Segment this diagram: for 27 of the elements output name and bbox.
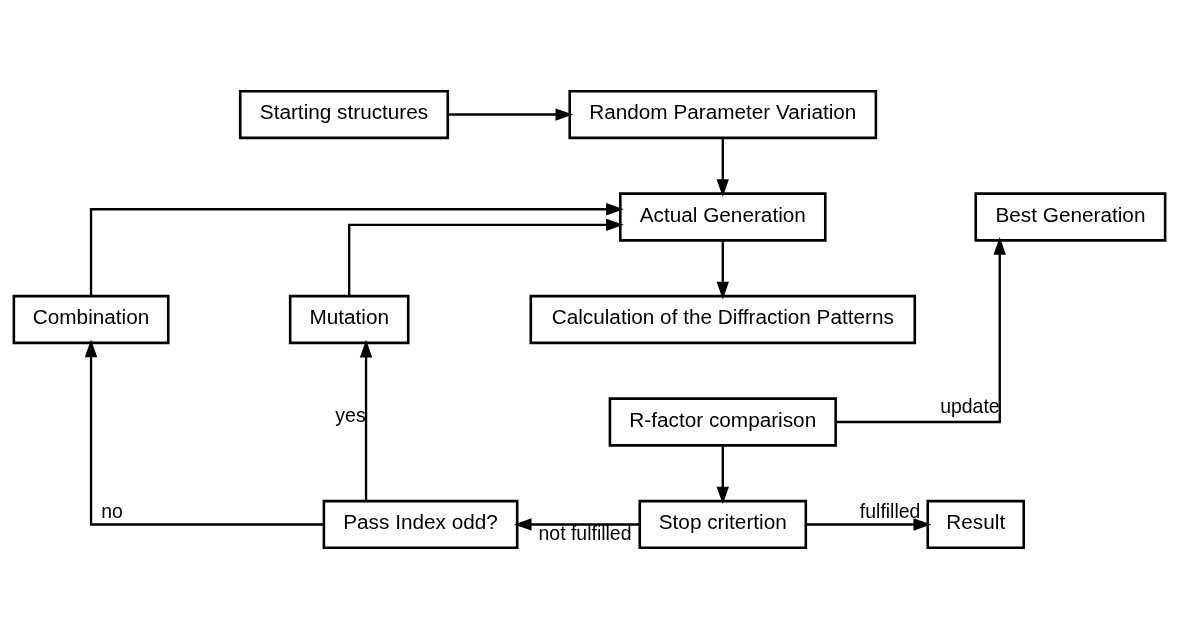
arrow (84, 339, 324, 526)
arrow (513, 518, 640, 531)
arrow (89, 203, 624, 297)
node-box: Best Generation (974, 192, 1167, 242)
arrow (359, 339, 373, 501)
arrow (805, 518, 932, 531)
edge-label: no (101, 499, 123, 522)
edge-label: update (940, 395, 1000, 418)
node-box: Calculation of the Diffraction Patterns (529, 294, 917, 345)
edge-label: fulfilled (859, 499, 921, 522)
edge-label: yes (335, 404, 366, 427)
arrow (716, 445, 729, 505)
arrow (835, 237, 1006, 424)
node-box: Combination (12, 294, 170, 345)
node-box: Result (926, 499, 1026, 550)
node-box: R-factor comparison (608, 397, 837, 447)
arrow (448, 108, 574, 121)
node-box: Mutation (288, 294, 410, 345)
node-box: Pass Index odd? (322, 499, 519, 550)
node-box: Starting structures (238, 89, 450, 140)
node-box: Random Parameter Variation (568, 89, 878, 140)
arrow (716, 240, 729, 300)
edge-label: not fulfilled (538, 522, 632, 545)
arrow (716, 138, 729, 197)
arrow (348, 218, 624, 297)
node-box: Stop critertion (638, 499, 808, 550)
node-box: Actual Generation (619, 192, 827, 242)
